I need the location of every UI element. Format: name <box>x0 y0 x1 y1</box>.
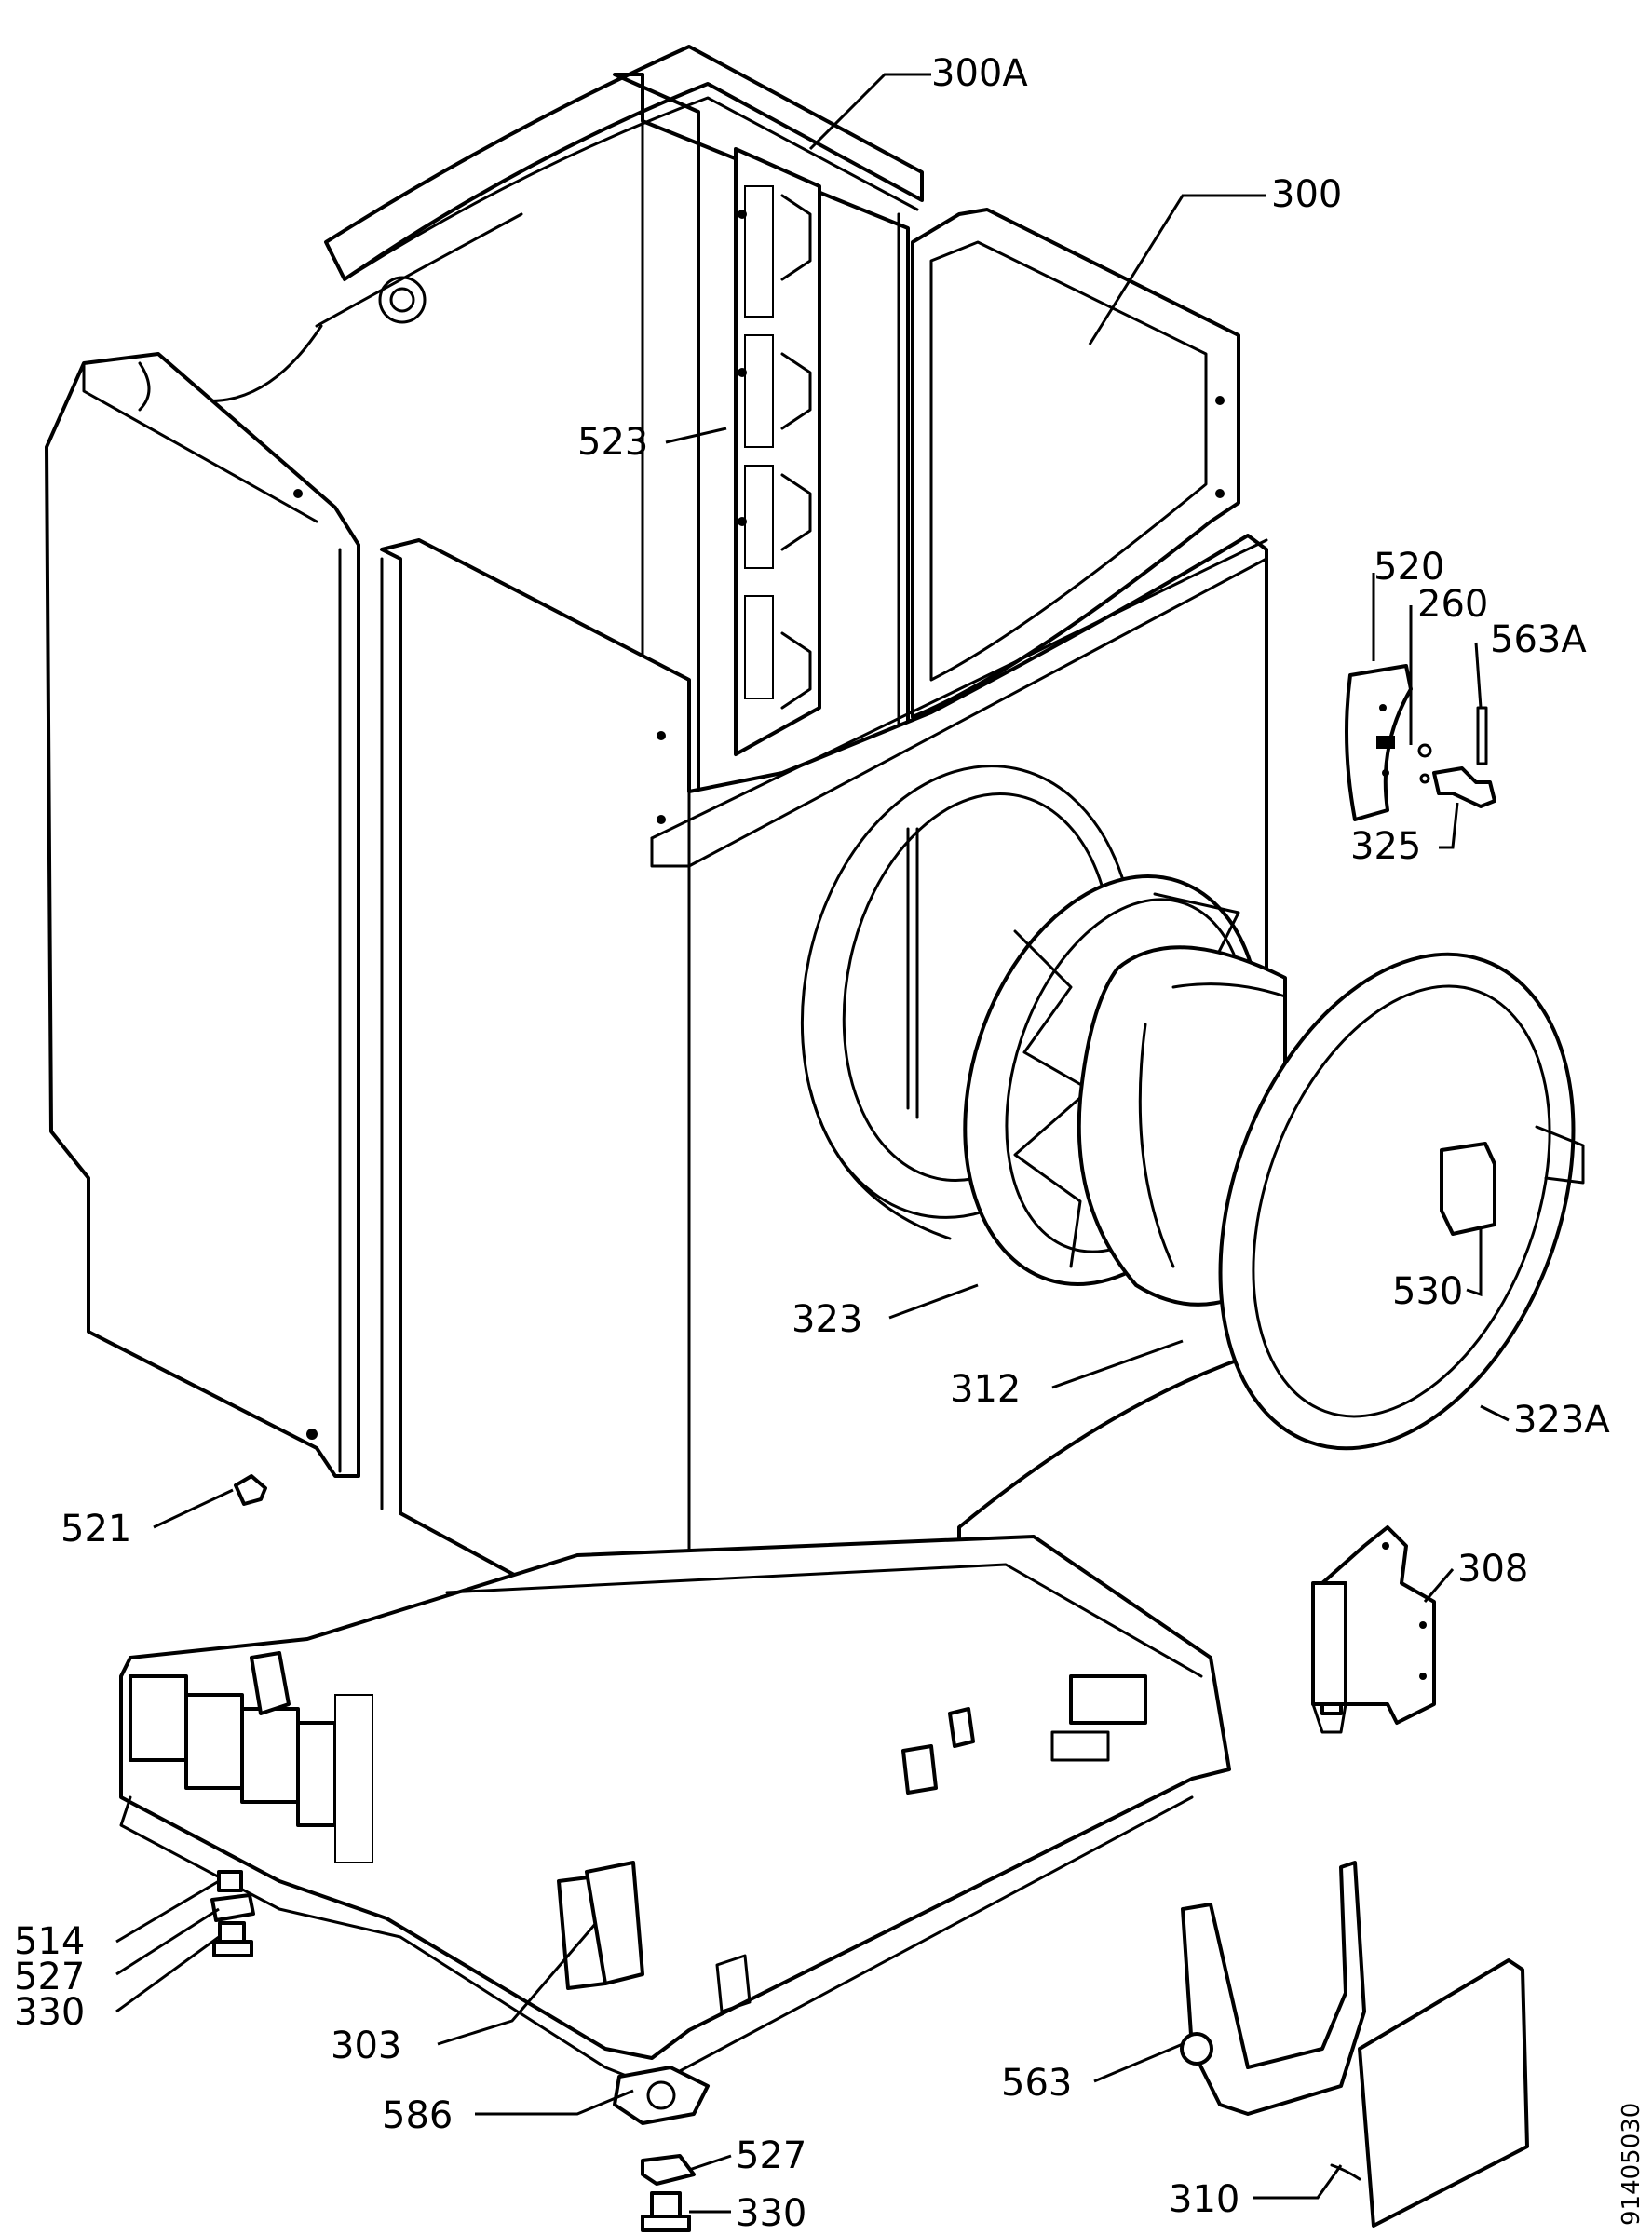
screw-521 <box>234 1474 267 1506</box>
rear-frame-300A <box>129 45 924 914</box>
label-308: 308 <box>1457 1548 1528 1591</box>
plinth-bracket-563 <box>1180 1861 1366 2116</box>
back-panel-523 <box>641 119 821 812</box>
drawing-code: 91405030 <box>1618 2103 1645 2226</box>
label-300A: 300A <box>931 52 1028 95</box>
part-labels: 300A 300 523 520 260 563A 325 323 530 31… <box>14 52 1645 2235</box>
label-300: 300 <box>1271 173 1342 216</box>
foot-assembly-right <box>613 2066 710 2232</box>
leader-lines <box>115 73 1510 2214</box>
door-lock-assembly <box>1345 664 1496 821</box>
base-frame-303 <box>119 1535 1231 2088</box>
label-527-left: 527 <box>14 1956 85 1998</box>
label-312: 312 <box>950 1368 1021 1411</box>
label-310: 310 <box>1169 2178 1239 2221</box>
label-514: 514 <box>14 1920 85 1963</box>
foot-assembly-left <box>210 1870 255 1957</box>
label-330-right: 330 <box>736 2192 806 2235</box>
label-260: 260 <box>1417 583 1488 626</box>
plinth-panel-310 <box>1330 1958 1529 2228</box>
label-530: 530 <box>1392 1270 1463 1313</box>
front-cabinet <box>380 534 1268 1669</box>
label-325: 325 <box>1350 825 1421 868</box>
label-330-left: 330 <box>14 1991 85 2034</box>
cabinet-frame-300 <box>911 208 1240 719</box>
label-586: 586 <box>382 2094 453 2137</box>
label-563: 563 <box>1001 2062 1072 2105</box>
door-hinge-308 <box>1311 1525 1436 1734</box>
label-520: 520 <box>1374 546 1444 589</box>
label-303: 303 <box>331 2025 401 2067</box>
label-521: 521 <box>61 1508 131 1551</box>
label-523: 523 <box>577 421 648 464</box>
label-563A: 563A <box>1490 618 1587 661</box>
left-side-panel <box>45 352 360 1478</box>
label-323: 323 <box>792 1298 862 1341</box>
label-527-right: 527 <box>736 2134 806 2177</box>
outer-door-323A <box>1218 952 1585 1451</box>
label-323A: 323A <box>1513 1399 1610 1442</box>
